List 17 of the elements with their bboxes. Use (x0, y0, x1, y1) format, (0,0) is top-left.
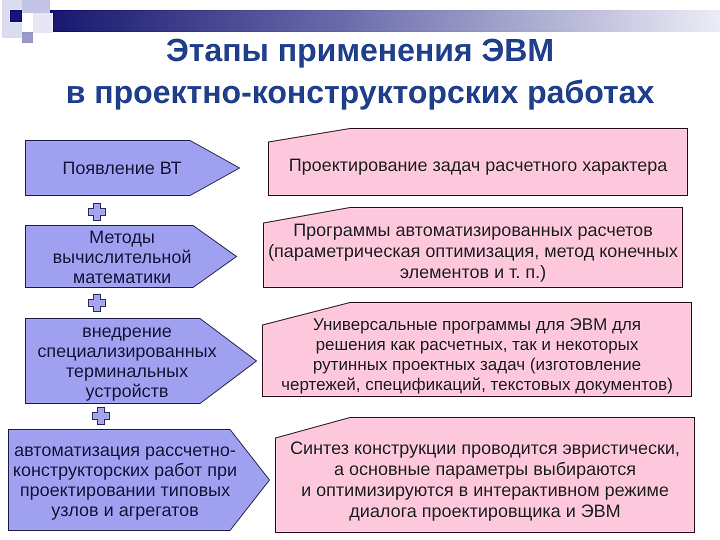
stage-arrow-shape (25, 140, 240, 196)
stage-arrow-shape (8, 429, 270, 531)
stage-text: Универсальные программы для ЭВМ для решения как расчетных, так и некоторых рутинных проектных задач (изготовление чертежей, спецификаций, текстовых документов) (280, 315, 674, 395)
description-card (262, 302, 692, 397)
stage-text: Проектирование задач расчетного характера (288, 154, 668, 176)
stage-text: автоматизация рассчетно-конструкторских работ при проектировании типовых узлов и агрегатов (12, 440, 238, 520)
stage-text: Появление ВТ (62, 158, 182, 178)
stage-text: Методы вычислительной математики (52, 226, 192, 286)
description-card (268, 128, 688, 196)
title: Этапы применения ЭВМ в проектно-конструкторских работах (64, 31, 656, 112)
stage-text: внедрение специализированных терминальных устройств (36, 321, 218, 401)
stage-text: Синтез конструкции проводится эвристически, а основные параметры выбираются и оптимизируются в интерактивном режиме диалога проектировщика и ЭВМ (289, 438, 681, 522)
description-card (275, 417, 695, 533)
stage-text: Программы автоматизированных расчетов (параметрическая оптимизация, метод конечных элементов и т. п.) (268, 220, 678, 282)
description-card (263, 207, 683, 288)
stage-arrow-shape (25, 318, 257, 404)
stage-arrow-shape (25, 225, 237, 288)
